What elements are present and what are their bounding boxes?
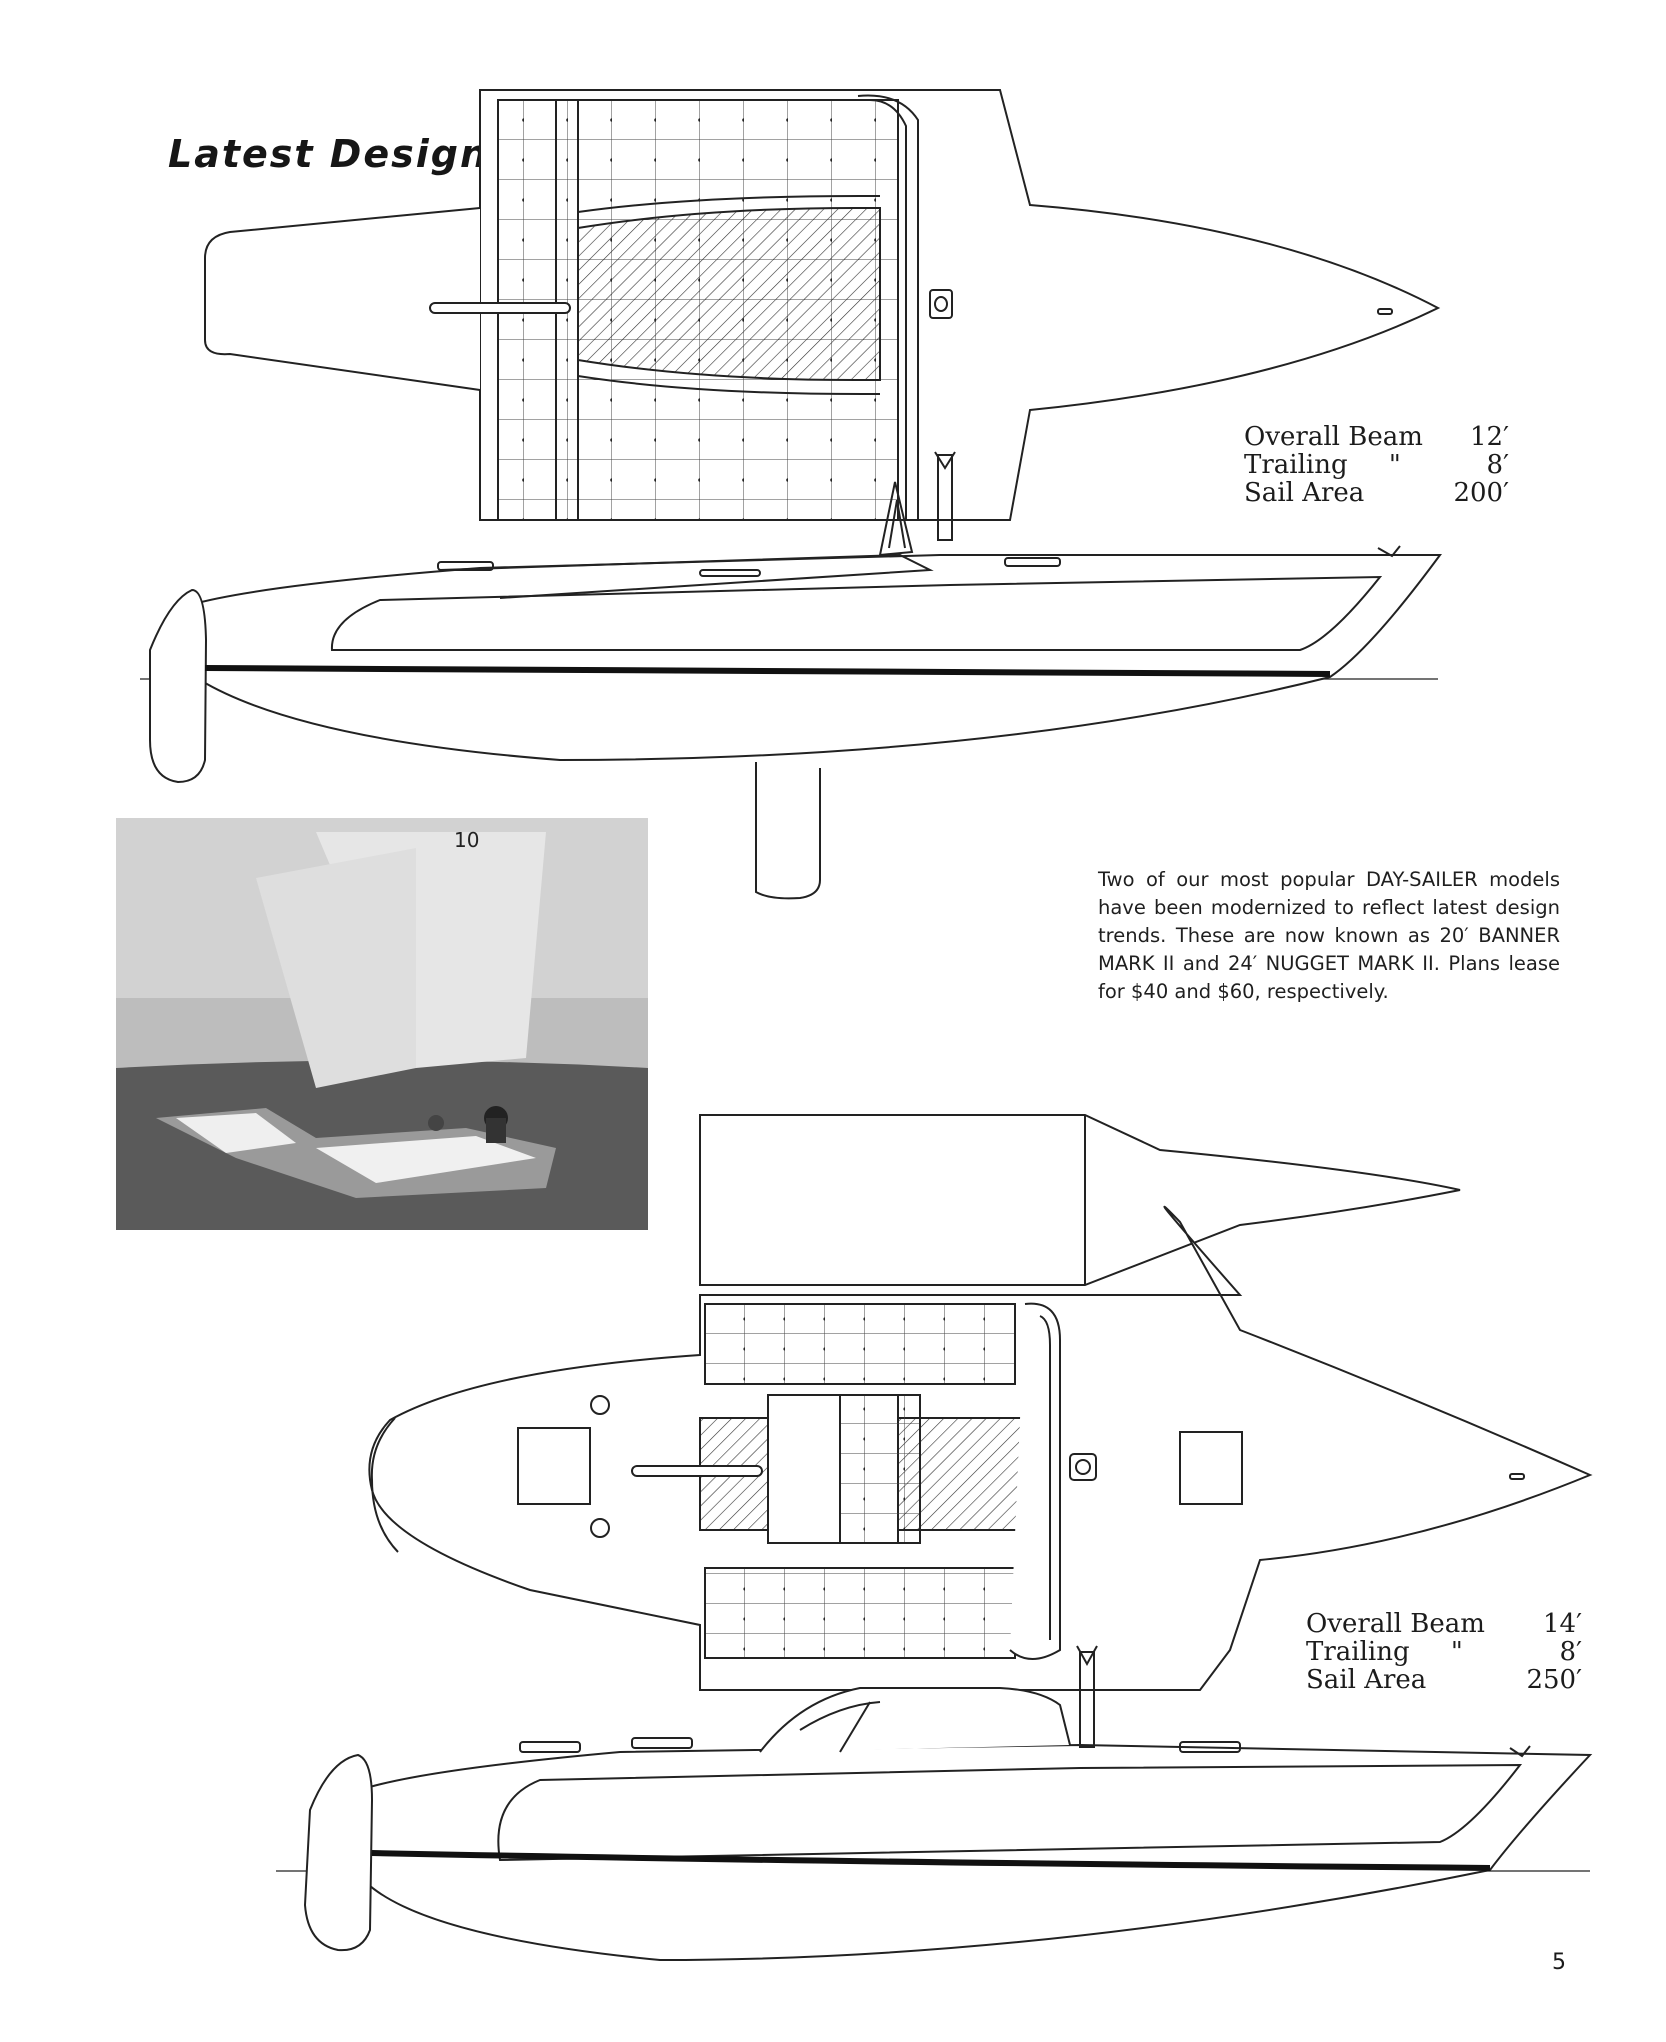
boat2-side-view (276, 1645, 1593, 1962)
page-heading: Latest Designs (168, 132, 514, 176)
spec-label: Trailing " (1306, 1637, 1463, 1667)
spec-value: 200′ (1453, 478, 1509, 508)
spec-label: Overall Beam (1244, 422, 1423, 452)
spec-label: Sail Area (1244, 478, 1365, 508)
spec-label: Overall Beam (1306, 1609, 1485, 1639)
trimaran-photo (116, 818, 648, 1230)
spec-value: 250′ (1526, 1665, 1582, 1695)
boat2-specs: Overall Beam 14′ Trailing " 8′ Sail Area 25… (1306, 1610, 1582, 1694)
boat1-side-view (140, 451, 1442, 900)
page-number: 5 (1552, 1950, 1566, 1975)
spec-label: Sail Area (1306, 1665, 1427, 1695)
boat2-plan-view (368, 1114, 1593, 1691)
intro-paragraph: Two of our most popular DAY-SAILER model… (1098, 868, 1560, 1003)
spec-value: 12′ (1470, 422, 1509, 452)
spec-value: 14′ (1543, 1609, 1582, 1639)
boat1-specs: Overall Beam 12′ Trailing " 8′ Sail Area 20… (1244, 423, 1509, 507)
spec-value: 8′ (1486, 450, 1509, 480)
spec-label: Trailing " (1244, 450, 1401, 480)
photo-sail-number: 10 (454, 828, 480, 852)
spec-value: 8′ (1559, 1637, 1582, 1667)
boat1-plan-view (204, 89, 1441, 521)
